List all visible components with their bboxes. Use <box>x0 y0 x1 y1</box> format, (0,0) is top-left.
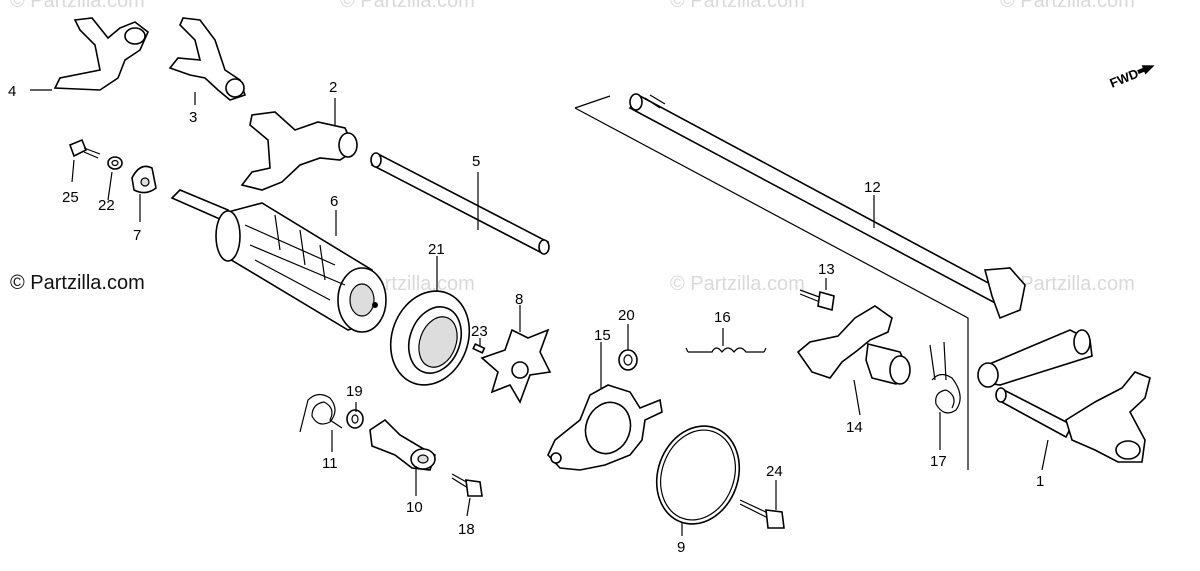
label-12: 12 <box>864 179 881 196</box>
watermark: © Partzilla.com <box>340 0 475 12</box>
watermark: © Partzilla.com <box>1000 273 1135 295</box>
part-11-spring <box>299 393 343 433</box>
part-20-washer <box>618 349 638 371</box>
label-4: 4 <box>8 83 16 100</box>
part-1-gearshift-spindle <box>995 371 1151 463</box>
label-7: 7 <box>133 227 141 244</box>
label-19: 19 <box>346 383 363 400</box>
part-23-pin <box>472 343 486 354</box>
label-5: 5 <box>472 153 480 170</box>
part-15-guide-plate <box>547 384 663 471</box>
copyright-text: © Partzilla.com <box>10 272 145 294</box>
label-17: 17 <box>930 453 947 470</box>
part-22-washer <box>107 156 123 170</box>
part-14-shift-plate <box>796 305 911 385</box>
label-20: 20 <box>618 307 635 324</box>
part-25-bolt <box>68 138 101 159</box>
label-11: 11 <box>322 455 338 472</box>
part-2-shift-fork <box>240 111 358 191</box>
fwd-indicator: FWD <box>1108 65 1155 91</box>
part-5-fork-shaft <box>370 152 550 255</box>
label-21: 21 <box>428 241 445 258</box>
label-22: 22 <box>98 197 115 214</box>
part-13-bolt <box>799 289 835 312</box>
label-13: 13 <box>818 261 835 278</box>
label-10: 10 <box>406 499 423 516</box>
part-19-washer <box>346 409 364 429</box>
label-24: 24 <box>766 463 783 480</box>
assembly-outline <box>574 95 969 470</box>
label-3: 3 <box>189 109 197 126</box>
label-8: 8 <box>515 291 523 308</box>
part-10-stopper-arm <box>369 418 436 471</box>
part-17-spring <box>929 341 961 414</box>
fwd-label: FWD <box>1108 66 1141 91</box>
part-18-bolt <box>451 473 483 497</box>
label-15: 15 <box>594 327 611 344</box>
part-6-shift-drum <box>170 189 387 333</box>
watermark: © Partzilla.com <box>10 0 145 12</box>
label-2: 2 <box>329 79 337 96</box>
label-9: 9 <box>677 539 685 556</box>
part-24-bolt <box>739 499 785 529</box>
label-16: 16 <box>714 309 731 326</box>
part-12-shift-shaft <box>628 93 1093 388</box>
label-6: 6 <box>330 193 338 210</box>
part-9-gasket <box>655 425 741 525</box>
label-25: 25 <box>62 189 79 206</box>
leader-lines <box>30 89 1049 536</box>
label-1: 1 <box>1036 473 1044 490</box>
watermark: © Partzilla.com <box>1000 0 1135 12</box>
part-21-bearing <box>389 290 471 386</box>
part-3-shift-fork <box>168 17 247 101</box>
label-14: 14 <box>846 419 863 436</box>
label-23: 23 <box>471 323 488 340</box>
part-16-return-spring <box>685 347 767 353</box>
part-8-drum-center <box>480 328 552 404</box>
label-18: 18 <box>458 521 475 538</box>
part-7-stopper <box>131 165 157 194</box>
fwd-arrow-icon <box>1137 65 1155 75</box>
watermark: © Partzilla.com <box>670 0 805 12</box>
part-4-shift-fork <box>53 17 149 91</box>
watermark: © Partzilla.com <box>670 273 805 295</box>
